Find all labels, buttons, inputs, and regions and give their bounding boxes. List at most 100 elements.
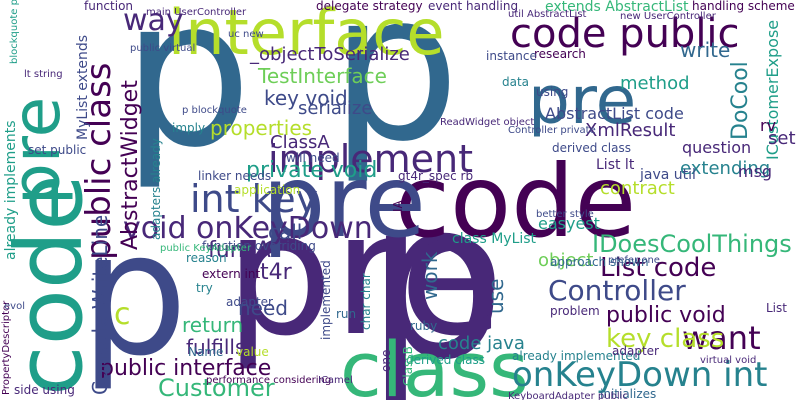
cloud-word: properties <box>210 116 313 140</box>
cloud-word: MyList extends <box>75 34 91 140</box>
cloud-word: List <box>766 301 787 315</box>
cloud-word: public KeyAdapter <box>160 243 252 254</box>
cloud-word: problem <box>550 304 600 318</box>
cloud-word: PropertyDescriptor <box>1 300 12 395</box>
cloud-word: way <box>123 3 184 38</box>
cloud-word: adapter <box>226 295 273 309</box>
cloud-word: _objectToSerialize <box>250 44 410 65</box>
cloud-word: List lt <box>596 157 635 173</box>
cloud-word: one <box>379 349 393 372</box>
cloud-word: data <box>502 75 530 89</box>
cloud-word: function <box>84 0 134 13</box>
cloud-word: msg <box>738 162 773 181</box>
cloud-word: p <box>366 152 506 400</box>
cloud-word: use <box>484 278 508 314</box>
cloud-word: extends AbstractList <box>545 0 689 15</box>
cloud-word: key void <box>264 86 348 110</box>
cloud-word: lt string <box>24 69 63 80</box>
cloud-word: onKeyDown int <box>512 355 768 395</box>
cloud-word: research <box>534 47 586 61</box>
cloud-word: extern int <box>202 267 261 281</box>
cloud-word: initializes <box>600 387 657 400</box>
cloud-word: KeyboardAdapter public <box>508 391 628 400</box>
cloud-word: class MyList <box>452 231 537 247</box>
cloud-word: main UserController <box>146 7 247 18</box>
cloud-word: implemented <box>319 260 333 340</box>
cloud-word: private void <box>246 158 378 183</box>
cloud-word: Controller private <box>508 125 596 136</box>
cloud-word: derived class <box>552 141 631 155</box>
cloud-word: derived class <box>406 353 485 367</box>
cloud-word: pre <box>528 62 637 139</box>
cloud-word: call <box>268 220 303 244</box>
cloud-word: Gt4r <box>243 260 292 285</box>
cloud-word: gt4r_spec rb <box>398 169 474 183</box>
cloud-word: method <box>620 73 690 94</box>
cloud-word: set public <box>28 143 87 157</box>
cloud-word: Console WriteLine <box>88 214 112 395</box>
cloud-word: java util <box>640 167 696 183</box>
cloud-word: TestInterface <box>258 64 387 88</box>
cloud-word: p blockquote <box>182 105 247 116</box>
cloud-word: using <box>536 85 569 99</box>
cloud-word: handling scheme <box>692 0 795 13</box>
cloud-word: char char <box>359 273 373 330</box>
cloud-word: performance considering <box>206 375 332 386</box>
cloud-word: fulfills <box>186 335 246 359</box>
cloud-word: try <box>196 281 213 295</box>
cloud-word: interface <box>168 0 445 69</box>
cloud-word: reason <box>186 251 227 265</box>
cloud-word: AbstractList code <box>545 104 684 123</box>
cloud-word: uc new <box>228 29 264 40</box>
cloud-word: run <box>336 307 357 321</box>
cloud-word: pre <box>225 176 504 374</box>
cloud-word: function overriding <box>202 239 316 253</box>
cloud-word: value <box>236 345 269 359</box>
cloud-word: easyest <box>538 214 600 233</box>
cloud-word: extending <box>680 158 771 179</box>
cloud-word: already implements <box>3 120 19 260</box>
cloud-word: write <box>680 38 731 62</box>
cloud-word: DoCool <box>728 61 753 140</box>
cloud-word: IA <box>391 200 405 212</box>
cloud-word: implement <box>268 137 474 181</box>
cloud-word: IDoesCoolThings <box>592 230 792 258</box>
cloud-word: public void <box>606 303 726 328</box>
cloud-word: ClassB <box>401 346 415 386</box>
cloud-word: virtual void <box>700 355 757 366</box>
cloud-word: prefer one <box>608 255 660 266</box>
cloud-word: evol <box>4 301 25 312</box>
cloud-word: work <box>418 251 442 300</box>
cloud-word: adapter <box>612 344 659 358</box>
cloud-word: need <box>238 296 288 320</box>
cloud-word: code <box>395 143 637 260</box>
cloud-word: instance <box>486 49 537 63</box>
cloud-word: linker needs <box>198 169 272 183</box>
cloud-word: void onKeyDown <box>123 211 373 246</box>
cloud-word: p <box>330 0 461 187</box>
cloud-word: will need <box>286 151 340 165</box>
cloud-word: better style <box>536 209 594 220</box>
cloud-word: util AbstractList <box>508 9 587 20</box>
cloud-word: class <box>340 325 529 400</box>
cloud-word: AbstractWidget <box>118 80 143 250</box>
cloud-word: ReadWidget object <box>440 117 535 128</box>
cloud-word: want <box>682 319 761 357</box>
cloud-word: imply <box>172 121 206 135</box>
cloud-word: application <box>234 183 301 197</box>
cloud-word: Customer <box>158 374 275 400</box>
cloud-word: public interface <box>100 356 272 381</box>
cloud-word: key class <box>606 324 725 354</box>
cloud-word: funcA <box>208 238 271 263</box>
cloud-word: int key <box>190 177 319 221</box>
cloud-word: public virtual <box>130 43 196 54</box>
cloud-word: adapters already <box>149 138 163 240</box>
cloud-word: Controller <box>548 274 686 307</box>
cloud-word: p <box>122 0 253 193</box>
cloud-word: ruby <box>410 319 438 333</box>
cloud-word: event handling <box>428 0 519 13</box>
cloud-word: object <box>538 250 594 271</box>
cloud-word: XmlResult <box>585 120 676 141</box>
cloud-word: approach shown <box>550 255 649 269</box>
